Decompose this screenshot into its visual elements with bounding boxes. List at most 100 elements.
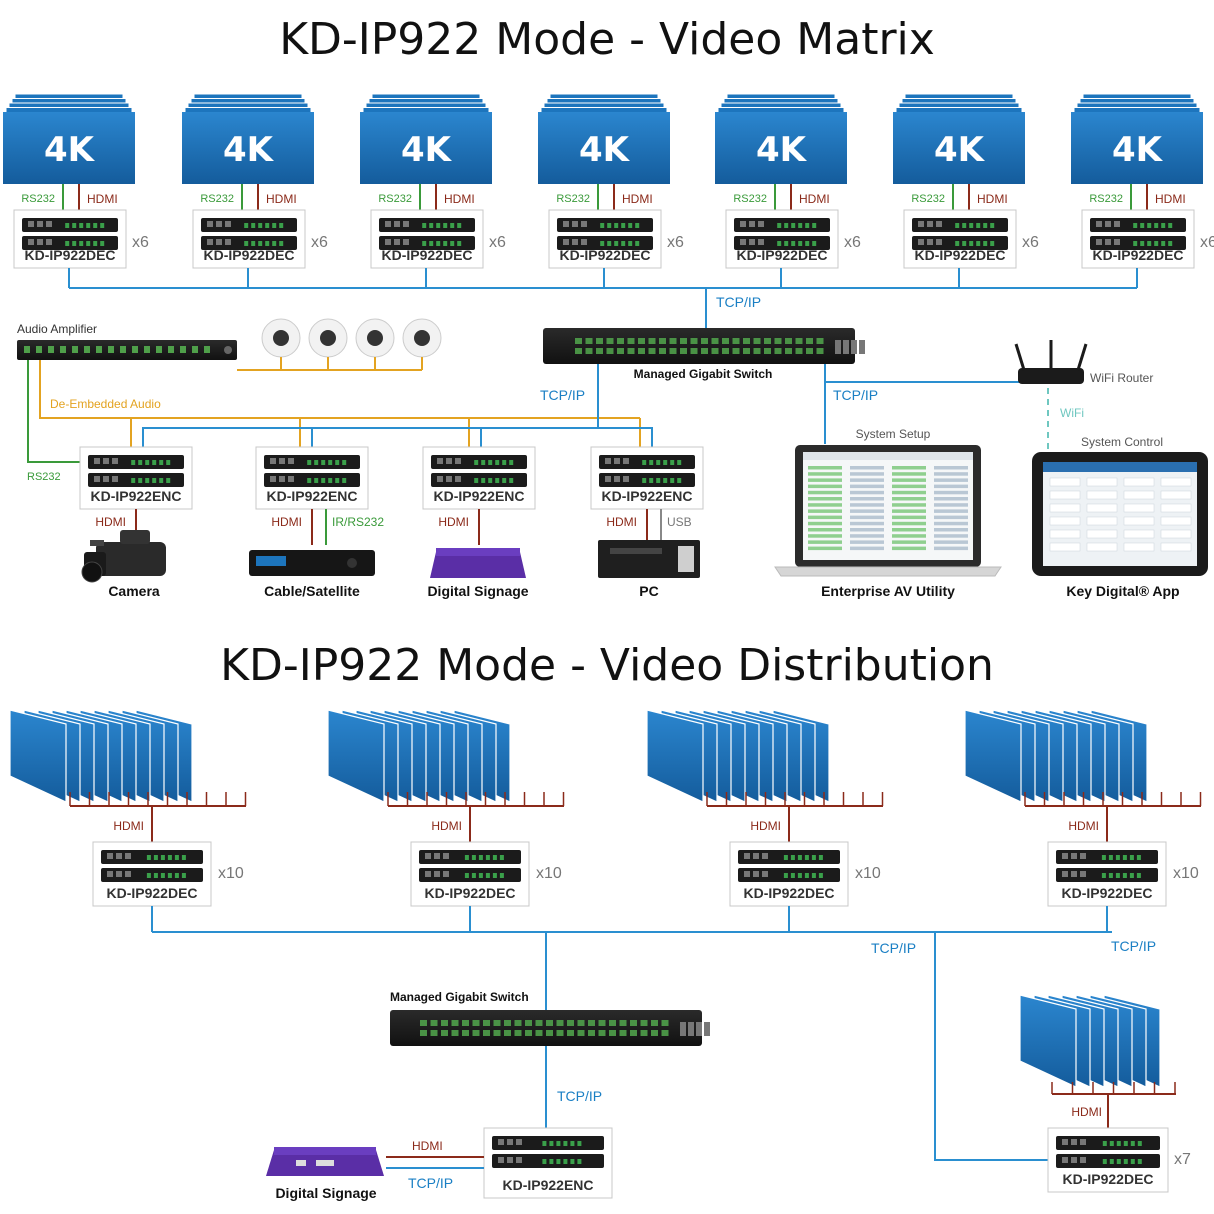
device-label: KD-IP922DEC xyxy=(736,247,827,263)
device-label: KD-IP922ENC xyxy=(266,488,357,504)
tablet xyxy=(1032,452,1208,576)
encoder-box: KD-IP922ENC xyxy=(79,446,193,510)
matrix-columns: 4K RS232 HDMI KD-IP922DEC x6 4K RS232 HDMI KD-IP… xyxy=(3,93,1214,288)
hdmi-label: HDMI xyxy=(444,192,475,206)
encoder-box: KD-IP922ENC xyxy=(422,446,536,510)
tv-4k-label: 4K xyxy=(851,749,897,794)
signage-tcp-label: TCP/IP xyxy=(408,1175,453,1191)
tv-screen xyxy=(3,112,135,184)
digital-signage-icon-top xyxy=(430,548,526,578)
hdmi-label: HDMI xyxy=(95,515,126,529)
tcp-label-laptop: TCP/IP xyxy=(833,387,878,403)
device-label: KD-IP922DEC xyxy=(203,247,294,263)
key-digital-app-label: Key Digital® App xyxy=(1066,583,1179,599)
multiplier-label: x10 xyxy=(536,865,562,882)
rs232-label: RS232 xyxy=(200,193,234,205)
distribution-columns: 4KHDMIKD-IP922DECx104KHDMIKD-IP922DECx10… xyxy=(9,709,1202,932)
rs232-label: RS232 xyxy=(21,193,55,205)
hdmi-label: HDMI xyxy=(266,192,297,206)
tcp-label-dist-2: TCP/IP xyxy=(1111,938,1156,954)
system-setup-label: System Setup xyxy=(856,427,931,441)
tv-4k-label: 4K xyxy=(214,749,260,794)
device-label: KD-IP922ENC xyxy=(601,488,692,504)
cable-satellite-icon xyxy=(249,550,375,576)
tv-4k-label: 4K xyxy=(756,130,808,170)
audio-amplifier xyxy=(17,340,237,360)
decoder-box: KD-IP922DEC xyxy=(1047,841,1167,907)
hdmi-label: HDMI xyxy=(87,192,118,206)
tv-panel xyxy=(1019,994,1077,1088)
matrix-title: KD-IP922 Mode - Video Matrix xyxy=(279,14,935,65)
decoder-box: KD-IP922DEC xyxy=(903,209,1017,269)
de-embedded-label: De-Embedded Audio xyxy=(50,397,161,411)
hdmi-label: HDMI xyxy=(271,515,302,529)
managed-switch-top: Managed Gigabit Switch xyxy=(543,328,865,381)
decoder-box: KD-IP922DEC xyxy=(548,209,662,269)
audio-amp-label: Audio Amplifier xyxy=(17,322,97,336)
digital-signage-label-top: Digital Signage xyxy=(427,583,528,599)
device-label: KD-IP922DEC xyxy=(914,247,1005,263)
decoder-box: KD-IP922DEC xyxy=(1081,209,1195,269)
tv-panel xyxy=(9,709,67,803)
tcp-label-top: TCP/IP xyxy=(716,294,761,310)
tv-4k-label: 4K xyxy=(401,130,453,170)
tv-4k-label: 4K xyxy=(44,130,96,170)
device-label: KD-IP922DEC xyxy=(106,885,197,901)
switch-label-bottom: Managed Gigabit Switch xyxy=(390,990,529,1004)
rs232-label: RS232 xyxy=(1089,193,1123,205)
wifi-label: WiFi xyxy=(1060,406,1084,420)
switch-label-top: Managed Gigabit Switch xyxy=(634,367,773,381)
device-label: KD-IP922ENC xyxy=(433,488,524,504)
decoder-box: KD-IP922DEC xyxy=(1047,1127,1169,1193)
tv-screen xyxy=(360,112,492,184)
tv-4k-label: 4K xyxy=(857,1045,903,1090)
decoder-box: KD-IP922DEC xyxy=(192,209,306,269)
hdmi-label: HDMI xyxy=(750,819,781,833)
cable-satellite-label: Cable/Satellite xyxy=(264,583,360,599)
device-label: KD-IP922DEC xyxy=(381,247,472,263)
ir-rs232-label: IR/RS232 xyxy=(332,515,384,529)
pc-icon xyxy=(598,540,700,578)
tv-4k-label: 4K xyxy=(1112,130,1164,170)
wifi-router-label: WiFi Router xyxy=(1090,371,1153,385)
multiplier-label: x6 xyxy=(489,234,506,251)
device-label: KD-IP922DEC xyxy=(1092,247,1183,263)
device-label: KD-IP922DEC xyxy=(1061,885,1152,901)
decoder-box: KD-IP922DEC xyxy=(410,841,530,907)
laptop xyxy=(774,445,1002,577)
digital-signage-label-bottom: Digital Signage xyxy=(275,1185,376,1201)
tcp-label-enc: TCP/IP xyxy=(540,387,585,403)
decoder-box: KD-IP922DEC xyxy=(729,841,849,907)
device-label: KD-IP922DEC xyxy=(24,247,115,263)
rs232-label: RS232 xyxy=(556,193,590,205)
hdmi-label: HDMI xyxy=(977,192,1008,206)
rs232-label: RS232 xyxy=(378,193,412,205)
multiplier-label: x6 xyxy=(1200,234,1214,251)
device-label: KD-IP922ENC xyxy=(502,1177,593,1193)
multiplier-label: x10 xyxy=(855,865,881,882)
decoder-box: KD-IP922DEC xyxy=(92,841,212,907)
multiplier-label: x6 xyxy=(667,234,684,251)
hdmi-label: HDMI xyxy=(1071,1105,1102,1119)
encoder-column: KD-IP922ENC HDMI IR/RS232 xyxy=(255,446,384,545)
encoder-box: KD-IP922ENC xyxy=(255,446,369,510)
system-control-label: System Control xyxy=(1081,435,1163,449)
camera-label: Camera xyxy=(108,583,160,599)
decoder-box: KD-IP922DEC xyxy=(725,209,839,269)
dist-encoder: KD-IP922ENC xyxy=(483,1127,613,1199)
tv-4k-label: 4K xyxy=(934,130,986,170)
encoder-box: KD-IP922ENC xyxy=(483,1127,613,1199)
rs232-label: RS232 xyxy=(911,193,945,205)
matrix-column: 4K RS232 HDMI KD-IP922DEC x6 xyxy=(360,93,506,288)
amp-rs232-label: RS232 xyxy=(27,471,61,483)
tcp-label-dist-1: TCP/IP xyxy=(871,940,916,956)
tv-screen xyxy=(1071,112,1203,184)
